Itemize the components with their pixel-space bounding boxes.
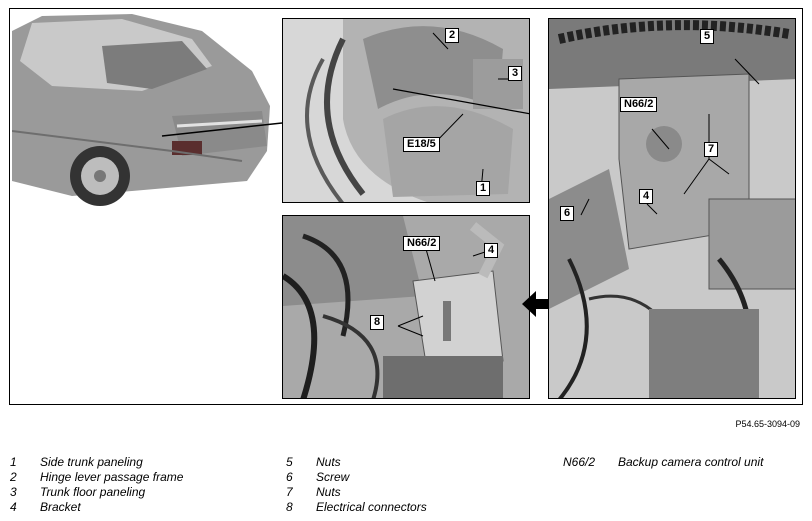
callout-3: 3 <box>508 66 523 81</box>
figure-reference: P54.65-3094-09 <box>735 419 800 429</box>
callout-n66-2-top: N66/2 <box>620 97 658 112</box>
callout-n66-2-bottom: N66/2 <box>403 236 441 251</box>
callout-8: 8 <box>370 315 385 330</box>
trunk-interior-panel <box>282 18 530 203</box>
callout-e18-5: E18/5 <box>403 137 440 152</box>
figure-frame: 2 3 E18/5 1 5 N66/2 7 4 6 N66/2 4 8 <box>9 8 803 405</box>
callout-7: 7 <box>704 142 719 157</box>
car-rear-view-panel <box>12 11 282 211</box>
callout-6: 6 <box>560 206 575 221</box>
callout-4-bottom: 4 <box>484 243 499 258</box>
callout-1: 1 <box>476 181 491 196</box>
pointer-arrow-icon <box>522 291 548 317</box>
callout-2: 2 <box>445 28 460 43</box>
callout-4-right: 4 <box>639 189 654 204</box>
callout-5: 5 <box>700 29 715 44</box>
bracket-detail-panel <box>548 18 796 399</box>
